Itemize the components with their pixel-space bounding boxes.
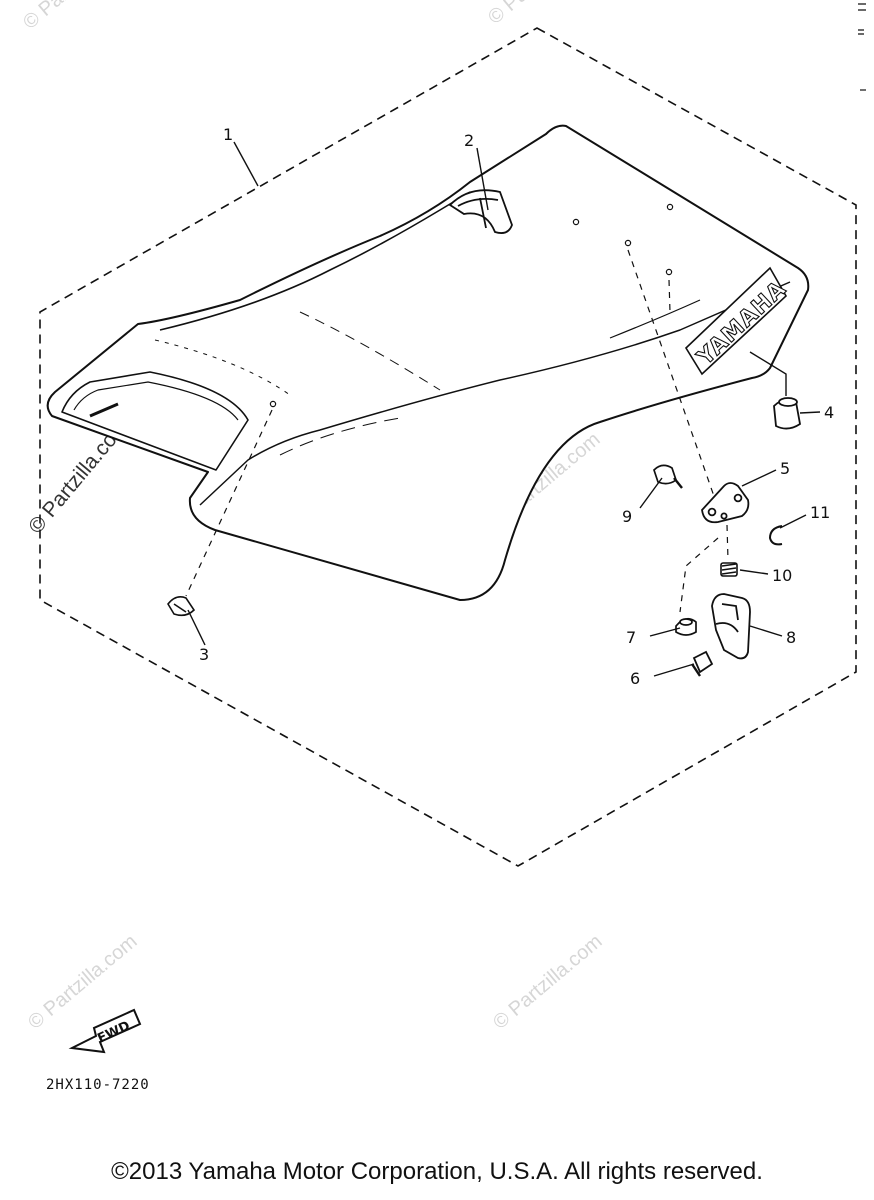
callout-2: 2 (464, 131, 474, 150)
callout-6: 6 (630, 669, 640, 688)
part-3-grommet (167, 596, 196, 617)
part-7-washer (675, 617, 697, 636)
fwd-arrow: FWD (68, 1008, 142, 1054)
callout-numbers: 1 2 3 4 5 6 7 8 9 10 11 (199, 125, 834, 688)
callout-7: 7 (626, 628, 636, 647)
seat-holes (269, 203, 674, 408)
watermark-low-right: © Partzilla.com (489, 930, 606, 1033)
seat-body (46, 124, 810, 601)
part-2-strap (448, 189, 513, 234)
part-5-bracket (701, 482, 750, 524)
callout-4: 4 (824, 403, 834, 422)
callout-10: 10 (772, 566, 792, 585)
part-4-damper (773, 397, 801, 430)
callout-11: 11 (810, 503, 830, 522)
assembly-frame (39, 27, 857, 867)
assembly-lines (185, 249, 729, 613)
watermark-top-left: © Partzilla.com (19, 0, 136, 34)
part-6-bolt (691, 650, 714, 677)
callout-5: 5 (780, 459, 790, 478)
callout-1: 1 (223, 125, 233, 144)
part-11-clip (768, 525, 783, 546)
copyright-notice: ©2013 Yamaha Motor Corporation, U.S.A. A… (111, 1158, 763, 1185)
diagram-code: 2HX110-7220 (46, 1077, 150, 1093)
callout-8: 8 (786, 628, 796, 647)
leader-lines (187, 141, 821, 677)
edge-marks (858, 3, 866, 91)
callout-3: 3 (199, 645, 209, 664)
part-9-bolt (653, 464, 683, 489)
watermark-top-center: © Partzilla.com (484, 0, 601, 29)
callout-9: 9 (622, 507, 632, 526)
part-8-lock (711, 593, 751, 660)
part-10-spring (720, 562, 738, 577)
